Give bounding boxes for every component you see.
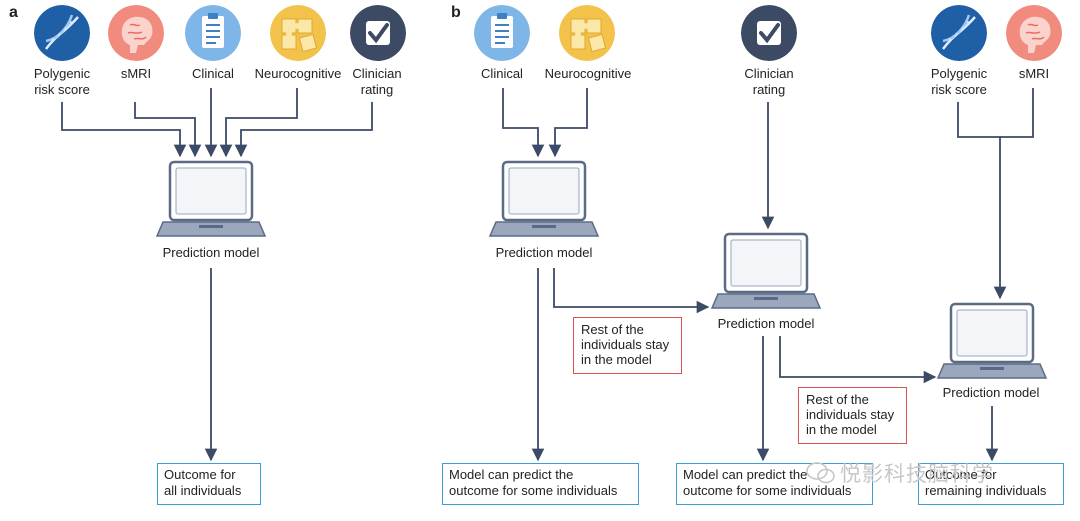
model-label-a: Prediction model	[162, 245, 260, 260]
label-neurocognitive-a: Neurocognitive	[254, 66, 342, 81]
brain-icon	[1006, 5, 1062, 61]
dna-icon	[931, 5, 987, 61]
label-smri-b: sMRI	[1018, 66, 1050, 81]
label-smri-a: sMRI	[120, 66, 152, 81]
checkmark-icon	[741, 5, 797, 61]
laptop-icon	[155, 160, 267, 237]
arrow-neuro-to-model-a	[219, 88, 298, 158]
model-label-b2: Prediction model	[717, 316, 815, 331]
panel-label-a: a	[9, 4, 18, 21]
laptop-icon	[936, 302, 1048, 379]
arrow-model-b1-to-model-b2	[553, 268, 710, 314]
arrow-model-b2-to-model-b3	[779, 336, 937, 384]
model-label-b3: Prediction model	[942, 385, 1040, 400]
clipboard-icon	[185, 5, 241, 61]
arrow-clinical-to-model-b1	[502, 88, 545, 158]
label-clinical-a: Clinical	[192, 66, 234, 81]
arrow-smri-to-model-a	[134, 102, 202, 158]
label-clinical-b: Clinical	[481, 66, 523, 81]
arrow-smri-join	[1000, 88, 1034, 138]
arrow-neuro-to-model-b1	[548, 88, 588, 158]
arrow-polygenic-to-model-a	[61, 102, 187, 158]
wechat-icon	[806, 462, 835, 484]
model-label-b1: Prediction model	[495, 245, 593, 260]
puzzle-icon	[559, 5, 615, 61]
arrow-clinician-to-model-a	[234, 102, 373, 158]
panel-label-b: b	[451, 4, 461, 21]
clipboard-icon	[474, 5, 530, 61]
brain-icon	[108, 5, 164, 61]
checkmark-icon	[350, 5, 406, 61]
arrow-polygenic-smri-to-model-b3	[957, 102, 1007, 300]
laptop-icon	[488, 160, 600, 237]
label-neurocognitive-b: Neurocognitive	[544, 66, 632, 81]
watermark-text: 悦影科技脑科学	[840, 463, 994, 486]
laptop-icon	[710, 232, 822, 309]
dna-icon	[34, 5, 90, 61]
puzzle-icon	[270, 5, 326, 61]
